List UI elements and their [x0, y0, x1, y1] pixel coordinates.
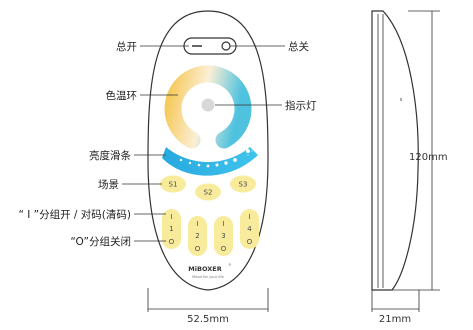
label-group-off: “O”分组关闭 — [70, 235, 131, 248]
svg-text:S3: S3 — [239, 181, 248, 189]
group-button-3[interactable]: I 3 O — [214, 216, 233, 256]
indicator-light — [201, 98, 215, 112]
brand-registered: ® — [228, 263, 232, 267]
front-width-label: 52.5mm — [187, 314, 229, 325]
slider-dots — [179, 158, 237, 168]
label-brightness-slider: 亮度滑条 — [89, 149, 131, 162]
group-button-2[interactable]: I 2 O — [188, 216, 207, 256]
group-button-4[interactable]: I 4 O — [240, 209, 259, 249]
brand-logo: MiBOXER — [188, 265, 221, 273]
svg-text:I: I — [222, 220, 224, 228]
label-group-on: “ I ”分组开 / 对码(清码) — [18, 208, 131, 221]
brightness-slider[interactable] — [162, 146, 258, 176]
group-button-1[interactable]: I 1 O — [162, 209, 181, 249]
svg-text:2: 2 — [195, 232, 199, 240]
remote-side-view — [371, 10, 419, 291]
svg-text:O: O — [195, 245, 201, 253]
svg-text:I: I — [170, 213, 172, 221]
svg-text:O: O — [247, 238, 253, 246]
label-indicator: 指示灯 — [285, 99, 317, 112]
label-master-off: 总关 — [288, 40, 309, 53]
svg-text:3: 3 — [221, 232, 225, 240]
svg-text:4: 4 — [247, 225, 252, 233]
sun-icon — [243, 146, 253, 156]
svg-text:S1: S1 — [169, 181, 178, 189]
side-width-label: 21mm — [379, 314, 411, 325]
color-temp-ring[interactable] — [164, 65, 252, 149]
brand-tagline: Mood for your life — [192, 275, 224, 279]
svg-text:S2: S2 — [204, 189, 213, 197]
svg-text:O: O — [221, 245, 227, 253]
height-label: 120mm — [409, 152, 448, 163]
svg-text:1: 1 — [169, 225, 173, 233]
label-master-on: 总开 — [116, 40, 137, 53]
scene-button-s2[interactable]: S2 — [195, 183, 221, 201]
scene-button-s3[interactable]: S3 — [230, 175, 256, 193]
leader-lines — [122, 45, 285, 242]
svg-text:I: I — [196, 220, 198, 228]
power-switch[interactable] — [183, 37, 237, 55]
svg-text:O: O — [169, 238, 175, 246]
height-dimension — [392, 10, 440, 291]
label-scene: 场景 — [98, 178, 119, 191]
svg-text:I: I — [248, 213, 250, 221]
label-color-temp-ring: 色温环 — [106, 89, 138, 102]
front-width-dimension — [147, 288, 269, 312]
scene-button-s1[interactable]: S1 — [160, 175, 186, 193]
side-width-dimension — [371, 290, 420, 312]
